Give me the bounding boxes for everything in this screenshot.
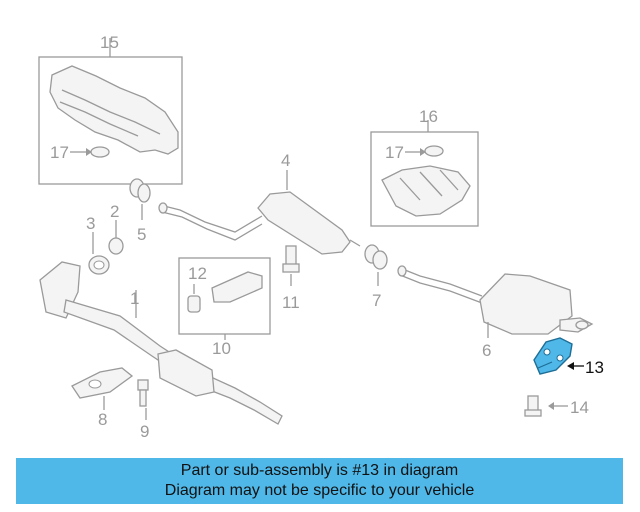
- center-muffler: [257, 191, 351, 255]
- bracket-13-shape: [533, 337, 573, 375]
- part-4-center-pipe[interactable]: 4: [158, 151, 361, 255]
- callout-13[interactable]: 13: [585, 358, 604, 377]
- part-16-heat-shield-group[interactable]: 16 17: [370, 107, 479, 227]
- part-6-rear-muffler[interactable]: 6: [397, 265, 594, 360]
- rear-muffler-body: [479, 273, 573, 335]
- callout-6[interactable]: 6: [482, 341, 491, 360]
- part-13-highlighted-bracket[interactable]: 13: [533, 337, 604, 377]
- callout-5[interactable]: 5: [137, 225, 146, 244]
- part-15-heat-shield-group[interactable]: 15 17: [38, 33, 183, 185]
- part-8-flange-gasket[interactable]: 8: [71, 367, 134, 429]
- callout-17b[interactable]: 17: [385, 143, 404, 162]
- banner-line-1: Part or sub-assembly is #13 in diagram: [180, 462, 459, 479]
- callout-7[interactable]: 7: [372, 291, 381, 310]
- callout-12[interactable]: 12: [188, 264, 207, 283]
- callout-17a[interactable]: 17: [50, 143, 69, 162]
- callout-2[interactable]: 2: [110, 202, 119, 221]
- heat-shield-15-shape: [49, 65, 179, 155]
- callout-11[interactable]: 11: [282, 293, 300, 312]
- part-3-ring[interactable]: 3: [86, 214, 110, 275]
- part-2-gasket[interactable]: 2: [108, 202, 124, 255]
- hanger-bracket: [211, 271, 263, 303]
- callout-15[interactable]: 15: [100, 33, 119, 52]
- callout-10[interactable]: 10: [212, 339, 231, 358]
- part-14-bolt[interactable]: 14: [524, 395, 589, 417]
- callout-8[interactable]: 8: [98, 410, 107, 429]
- callout-1[interactable]: 1: [130, 289, 139, 308]
- callout-4[interactable]: 4: [281, 151, 290, 170]
- gasket-17a: [90, 146, 110, 158]
- callout-3[interactable]: 3: [86, 214, 95, 233]
- callout-16[interactable]: 16: [419, 107, 438, 126]
- callout-9[interactable]: 9: [140, 422, 149, 441]
- part-11-stud[interactable]: 11: [282, 245, 300, 312]
- catalytic-converter: [157, 349, 215, 397]
- part-10-hanger-group[interactable]: 12 10: [178, 257, 271, 358]
- exhaust-parts-diagram: 15 17 16 17 4 5 3: [38, 33, 604, 441]
- callout-14[interactable]: 14: [570, 398, 589, 417]
- part-9-bolt[interactable]: 9: [137, 379, 149, 441]
- part-7-clamp[interactable]: 7: [364, 244, 388, 310]
- gasket-17b: [424, 145, 444, 157]
- part-5-clamp[interactable]: 5: [129, 178, 151, 244]
- banner-line-2: Diagram may not be specific to your vehi…: [164, 482, 475, 499]
- info-banner: Part or sub-assembly is #13 in diagram D…: [16, 458, 623, 504]
- part-1-front-pipe[interactable]: 1: [39, 261, 283, 425]
